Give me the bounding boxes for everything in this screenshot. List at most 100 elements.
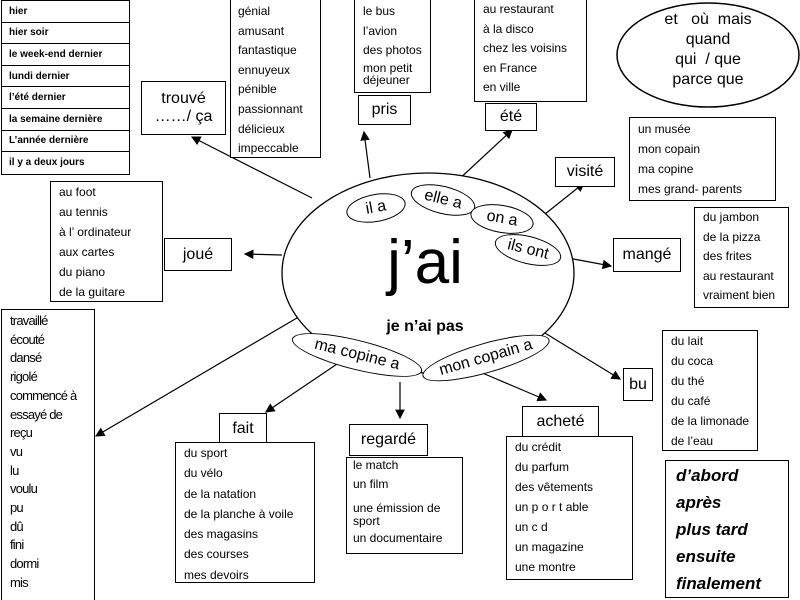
verb-bu-label: bu [629,375,647,393]
list-item: de la pizza [703,229,761,244]
participle-item: écouté [10,331,45,347]
list-item: un p o r t able [515,500,589,514]
verb-fait-label: fait [232,420,254,437]
list-item: en ville [483,80,521,95]
pris-items-box: le bus l’avion des photos mon petit déje… [354,0,431,93]
participle-item: commencé à [10,387,77,403]
participle-item: voulu [10,481,38,497]
list-item: en France [483,60,538,75]
list-item: au restaurant [703,268,774,283]
participle-item: mis [10,574,29,590]
participle-item: reçu [10,425,33,441]
list-item: mon petit [363,60,413,75]
arrow-joue [243,249,283,260]
center-negative-text: je n’ai pas [386,318,464,335]
participle-item: essayé de [10,406,63,422]
list-item: des photos [363,43,422,57]
list-item: mes grand- parents [638,182,743,196]
list-item: de la guitare [59,285,126,299]
participle-item: fini [10,537,24,553]
list-item: du thé [671,374,705,388]
participle-item: travaillé [10,313,48,328]
time-row: hier [2,1,129,23]
time-row: lundi dernier [2,66,129,88]
list-item: de l’eau [671,434,714,448]
list-item: ma copine [638,162,694,176]
list-item: des frites [703,249,752,264]
connector-item: qui / que [675,51,741,68]
achete-items-box: du crédit du parfum des vêtements un p o… [506,436,633,580]
sequence-item: après [676,493,722,512]
trouve-items-box: génial amusant fantastique ennuyeux péni… [230,0,321,158]
list-item: du coca [671,354,714,368]
list-item: chez les voisins [483,41,568,56]
list-item: mon copain [638,142,701,156]
list-item: du sport [184,446,228,460]
mange-items-box: du jambon de la pizza des frites au rest… [694,207,789,308]
list-item: l’avion [363,23,398,38]
time-expressions-table: hier hier soir le week-end dernier lundi… [1,0,130,175]
list-item: un magazine [515,540,584,554]
verb-trouve-box: trouvé ……/ ça [141,81,226,135]
connectors-oval [616,2,800,108]
participle-item: rigolé [10,369,38,385]
list-item: au foot [59,185,96,199]
list-item: des vêtements [515,480,594,494]
participle-item: dormi [10,556,39,572]
arrow-pris [360,130,371,179]
verb-ete-box: été [485,103,537,131]
time-row: il y a deux jours [9,157,85,169]
verb-visite-box: visité [555,157,615,187]
time-row: la semaine dernière [2,109,129,131]
time-row: hier soir [2,23,129,45]
list-item: génial [238,4,271,18]
list-item: un documentaire [353,531,443,545]
list-item: délicieux [238,121,285,136]
time-row: L’année dernière [2,131,129,153]
arrow-participles [94,314,303,437]
verb-visite-label: visité [566,163,604,180]
arrow-mange [567,257,613,270]
participles-box: travaillé écouté dansé rigolé commencé à… [1,309,95,600]
list-item: impeccable [238,141,299,156]
verb-joue-label: joué [182,245,214,263]
verb-trouve-sub: ……/ ça [154,108,213,125]
list-item: de la planche à voile [184,506,294,521]
arrow-achete [479,371,548,402]
arrow-ete [455,129,513,183]
list-item: du piano [59,265,106,279]
list-item: passionnant [238,101,303,116]
sequence-item: ensuite [676,547,736,566]
participle-item: dansé [10,350,42,366]
sequence-item: d’abord [676,466,739,485]
center-main-text: j’ai [387,228,463,297]
verb-joue-box: joué [164,238,232,271]
time-row: le week-end dernier [2,44,129,66]
list-item: un c d [515,520,548,534]
list-item: du vélo [184,466,223,481]
list-item: du lait [671,334,704,348]
list-item: amusant [238,23,285,38]
list-item: le match [353,458,399,472]
arrow-trouve [190,136,313,199]
verb-achete-label: acheté [536,413,585,430]
arrow-visite [539,182,585,219]
list-item: une montre [515,560,576,574]
verb-mange-label: mangé [622,246,672,263]
list-item: fantastique [238,43,297,58]
list-item: mes devoirs [184,567,249,582]
visite-items-box: un musée mon copain ma copine mes grand-… [629,117,776,201]
list-item: une émission de [353,501,441,515]
list-item: du jambon [703,210,760,224]
list-item: des courses [184,547,249,562]
participle-item: pu [10,500,24,516]
participle-item: vu [10,443,23,459]
joue-items-box: au foot au tennis à l’ ordinateur aux ca… [50,181,163,302]
fait-items-box: du sport du vélo de la natation de la pl… [175,442,315,583]
list-item: aux cartes [59,245,115,259]
list-item: sport [353,514,380,528]
connector-item: quand [685,31,731,48]
list-item: un musée [638,122,691,136]
list-item: de la natation [184,486,257,501]
list-item: au tennis [59,205,108,219]
